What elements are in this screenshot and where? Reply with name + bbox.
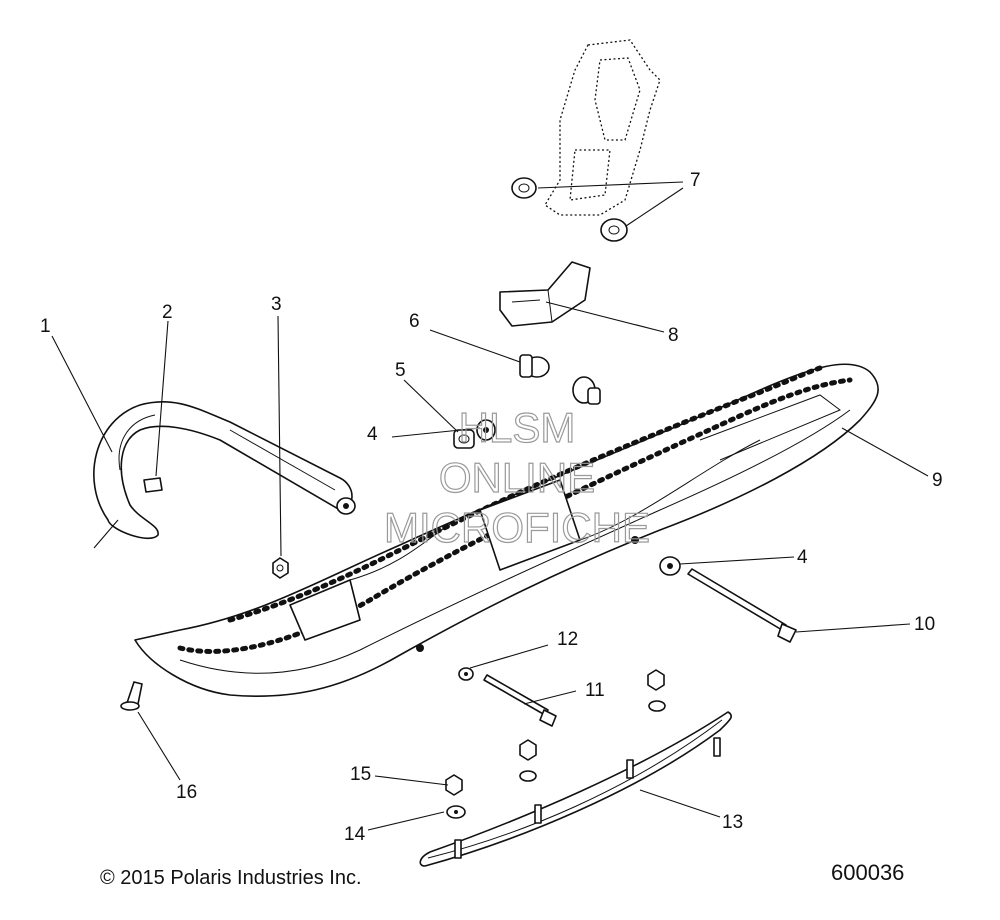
callout-9: 9: [932, 470, 943, 491]
callout-4-upper: 4: [367, 424, 378, 445]
washer-part-14-b: [648, 700, 666, 712]
copyright-text: © 2015 Polaris Industries Inc.: [100, 867, 362, 889]
callout-16: 16: [176, 782, 197, 803]
washer-part-4-upper: [476, 419, 496, 441]
spindle-outline: [544, 39, 661, 216]
bolt-part-6-second: [572, 376, 601, 405]
leader-lines: [51, 181, 929, 831]
bolt-part-6: [519, 354, 550, 378]
callout-15: 15: [350, 764, 371, 785]
bolt-part-10: [687, 568, 797, 643]
diagram-number: 600036: [831, 860, 904, 885]
nut-part-15-a: [519, 739, 537, 761]
nut-part-15-b: [647, 669, 665, 691]
rivet-part-16: [120, 681, 143, 711]
spindle-stop-part-8: [499, 261, 591, 327]
ski-part-9: [134, 363, 879, 697]
callout-labels: 1 2 3 4 4 5 6 7 8 9 10 11 12 13 14 15 16: [40, 170, 943, 845]
callout-1: 1: [40, 316, 51, 337]
watermark-line-3: MICROFICHE: [384, 504, 650, 551]
callout-6: 6: [409, 311, 420, 332]
callout-10: 10: [914, 614, 935, 635]
callout-2: 2: [162, 302, 173, 323]
washer-part-12: [458, 667, 474, 681]
nut-part-3: [272, 557, 289, 579]
nut-part-15-c: [445, 774, 463, 796]
watermark: HLSM ONLINE MICROFICHE: [383, 403, 650, 551]
bushing-part-7-left: [511, 177, 537, 199]
callout-3: 3: [271, 294, 282, 315]
callout-11: 11: [585, 680, 605, 701]
washer-part-4-lower: [659, 556, 681, 576]
callout-4-lower: 4: [797, 547, 808, 568]
callout-13: 13: [722, 812, 743, 833]
bolt-part-11: [483, 674, 557, 727]
callout-5: 5: [395, 360, 406, 381]
ski-loop-part-1: [93, 400, 356, 540]
watermark-line-1: HLSM: [459, 404, 576, 451]
watermark-line-2: ONLINE: [439, 454, 595, 501]
callout-12: 12: [557, 629, 578, 650]
wear-bar-part-13: [419, 711, 732, 867]
clip-part-2: [143, 477, 163, 493]
callout-8: 8: [668, 325, 679, 346]
washer-part-14-a: [519, 770, 537, 782]
callout-7: 7: [690, 170, 701, 191]
callout-14: 14: [344, 824, 366, 845]
washer-part-14-c: [446, 805, 466, 819]
bushing-part-7-right: [600, 218, 628, 242]
